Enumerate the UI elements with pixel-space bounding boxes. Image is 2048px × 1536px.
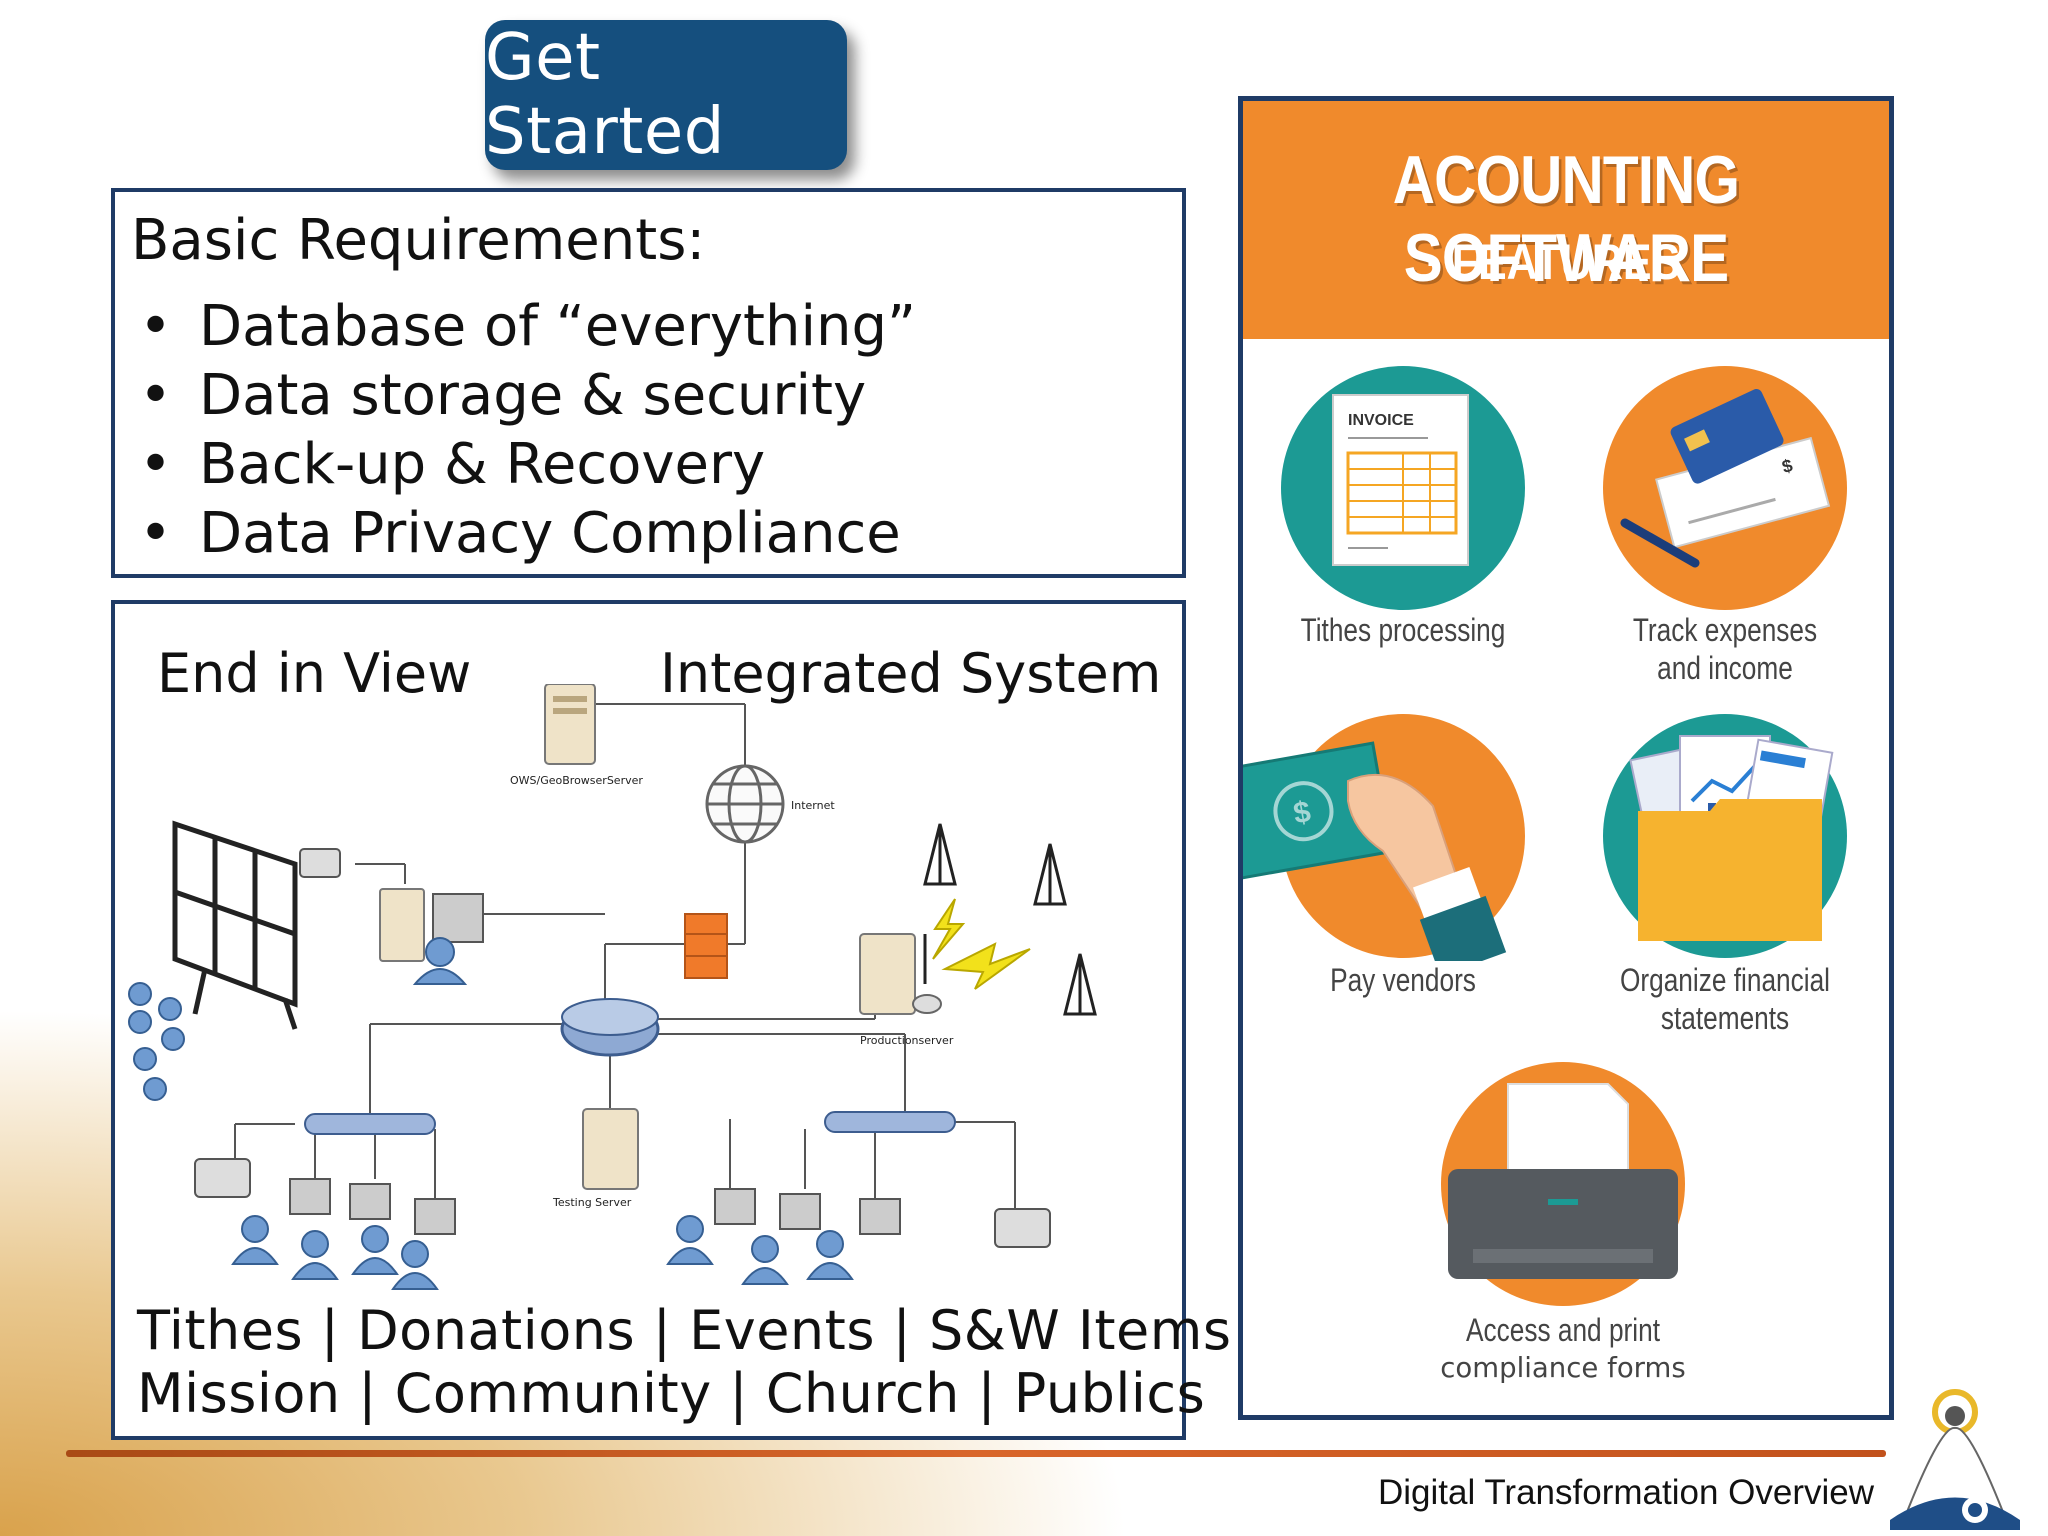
server-icon [544, 684, 596, 765]
accounting-title: ACOUNTING SOFTWARE [1392, 142, 1740, 296]
end-in-view-heading: End in View [157, 642, 472, 705]
requirements-box: Basic Requirements: Database of “everyth… [111, 188, 1186, 578]
requirements-list: Database of “everything” Data storage & … [131, 292, 916, 568]
printer-forms-icon [1441, 1062, 1685, 1306]
svg-text:$: $ [1291, 795, 1313, 830]
radio-tower-icon [923, 823, 1097, 1016]
switch-icon [824, 1111, 956, 1133]
scope-line-2: Mission | Community | Church | Publics [137, 1362, 1206, 1425]
ows-server-label: OWS/GeoBrowserServer [510, 774, 643, 787]
accounting-features-panel: ACOUNTING SOFTWARE · FEATURES · INVOICE … [1238, 96, 1894, 1420]
church-logo-icon [1890, 1389, 2020, 1530]
accounting-header: ACOUNTING SOFTWARE · FEATURES · [1243, 101, 1889, 339]
credit-card-check-icon: $ [1603, 366, 1847, 610]
workstation-icon [379, 888, 484, 985]
lightning-icon [932, 898, 1031, 990]
cash-hand-icon: $ [1243, 714, 1525, 961]
integrated-system-heading: Integrated System [660, 642, 1162, 705]
svg-text:$: $ [1780, 455, 1795, 477]
internet-label: Internet [791, 799, 835, 812]
accounting-subtitle: · FEATURES · [1425, 234, 1707, 290]
production-server-label: Productionserver [860, 1034, 954, 1047]
requirement-item: Data Privacy Compliance [131, 499, 916, 568]
testing-server-label: Testing Server [552, 1196, 632, 1209]
feature-access-print: Access and print compliance forms [1440, 1312, 1686, 1384]
network-diagram: OWS/GeoBrowserServer Internet [128, 684, 1097, 1290]
get-started-button[interactable]: Get Started [485, 20, 847, 170]
footer-title: Digital Transformation Overview [1378, 1473, 1874, 1512]
workstations-right-icon [666, 1188, 901, 1285]
invoice-label: INVOICE [1348, 412, 1414, 429]
scope-line-1: Tithes | Donations | Events | S&W Items [137, 1299, 1232, 1362]
feature-pay-vendors: Pay vendors [1330, 962, 1476, 998]
video-wall-icon [172, 820, 298, 1030]
requirement-item: Data storage & security [131, 361, 916, 430]
feature-tithes-processing: Tithes processing [1300, 612, 1506, 648]
requirements-title: Basic Requirements: [131, 208, 706, 273]
feature-track-expenses: Track expenses and income [1632, 612, 1818, 686]
production-server-icon [859, 933, 942, 1015]
internet-globe-icon [705, 764, 785, 844]
printer-icon [994, 1208, 1051, 1248]
integrated-system-box: End in View Integrated System OWS/GeoBro… [111, 600, 1231, 1440]
testing-server-icon [582, 1108, 639, 1190]
requirement-item: Back-up & Recovery [131, 430, 916, 499]
invoice-icon: INVOICE [1281, 366, 1525, 610]
requirement-item: Database of “everything” [131, 292, 916, 361]
feature-organize-statements: Organize financial statements [1619, 962, 1831, 1036]
switch-icon [304, 1113, 436, 1135]
firewall-icon [684, 913, 728, 979]
folder-documents-icon [1603, 714, 1847, 958]
printer-icon [194, 1158, 251, 1198]
people-group-icon [128, 982, 185, 1101]
router-hub-icon [560, 998, 660, 1057]
printer-small-icon [299, 848, 341, 878]
footer-divider [66, 1450, 1886, 1457]
workstations-left-icon [231, 1178, 456, 1290]
